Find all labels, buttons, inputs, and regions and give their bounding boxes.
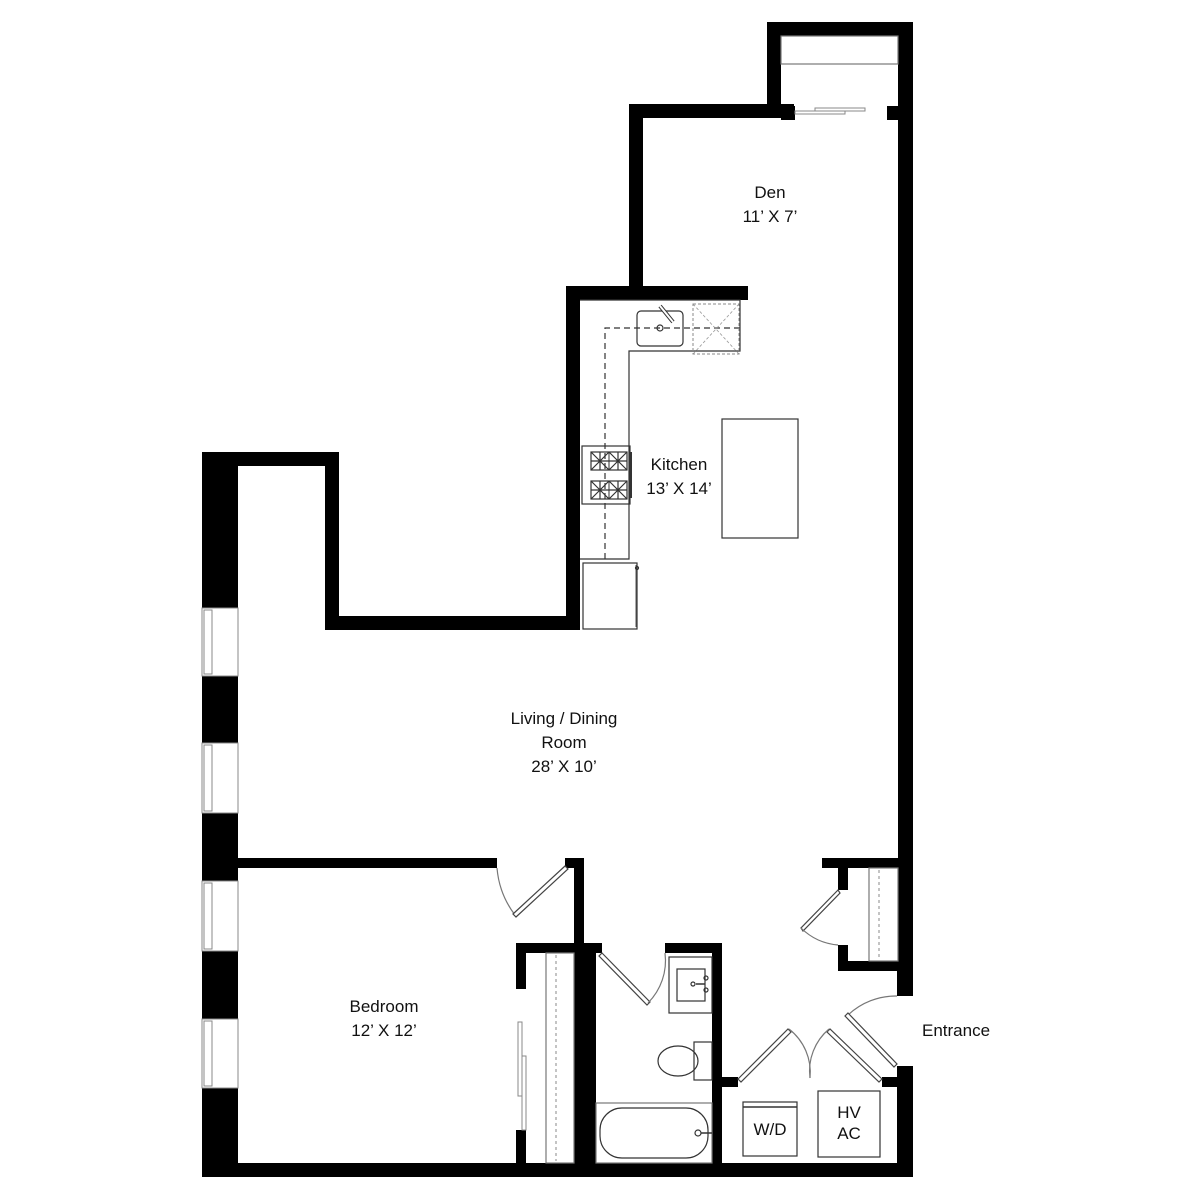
hvac-unit-icon (817, 1090, 881, 1158)
refrigerator-icon (582, 562, 640, 630)
living-dimensions: 28’ X 10’ (531, 757, 597, 776)
den-label: Den (754, 183, 785, 202)
closet-shelves (545, 867, 899, 1164)
bedroom-closet-sliding-doors (517, 1021, 527, 1131)
walls (202, 22, 913, 1177)
washer-dryer-icon (742, 1101, 798, 1157)
stove-icon (581, 445, 632, 505)
kitchen-sink-icon (636, 304, 684, 347)
bathroom-fixtures (595, 956, 713, 1164)
dishwasher-icon (692, 303, 740, 355)
room-labels: Den 11’ X 7’ Kitchen 13’ X 14’ Living / … (350, 183, 991, 1143)
coat-closet-door (800, 889, 841, 946)
bedroom-label: Bedroom (350, 997, 419, 1016)
balcony (780, 35, 899, 120)
toilet-icon (657, 1041, 713, 1081)
bedroom-dimensions: 12’ X 12’ (351, 1021, 417, 1040)
windows-left-wall (201, 607, 239, 1089)
hvac-label-line2: AC (837, 1124, 861, 1143)
entrance-door (844, 995, 898, 1068)
kitchen-fixtures (580, 299, 799, 630)
laundry-bifold-doors (737, 1028, 883, 1083)
bedroom-door (496, 865, 569, 918)
den-dimensions: 11’ X 7’ (743, 207, 798, 226)
kitchen-label: Kitchen (651, 455, 708, 474)
living-label-line1: Living / Dining (511, 709, 618, 728)
entrance-label: Entrance (922, 1021, 990, 1040)
bathroom-sink-icon (668, 956, 713, 1014)
kitchen-island (721, 418, 799, 539)
living-label-line2: Room (541, 733, 586, 752)
kitchen-dimensions: 13’ X 14’ (646, 479, 712, 498)
bathroom-door (598, 952, 667, 1006)
hvac-label-line1: HV (837, 1103, 861, 1122)
laundry-hvac (742, 1090, 881, 1158)
bathtub-icon (595, 1102, 713, 1164)
doors (496, 865, 898, 1131)
washer-dryer-label: W/D (753, 1120, 786, 1139)
